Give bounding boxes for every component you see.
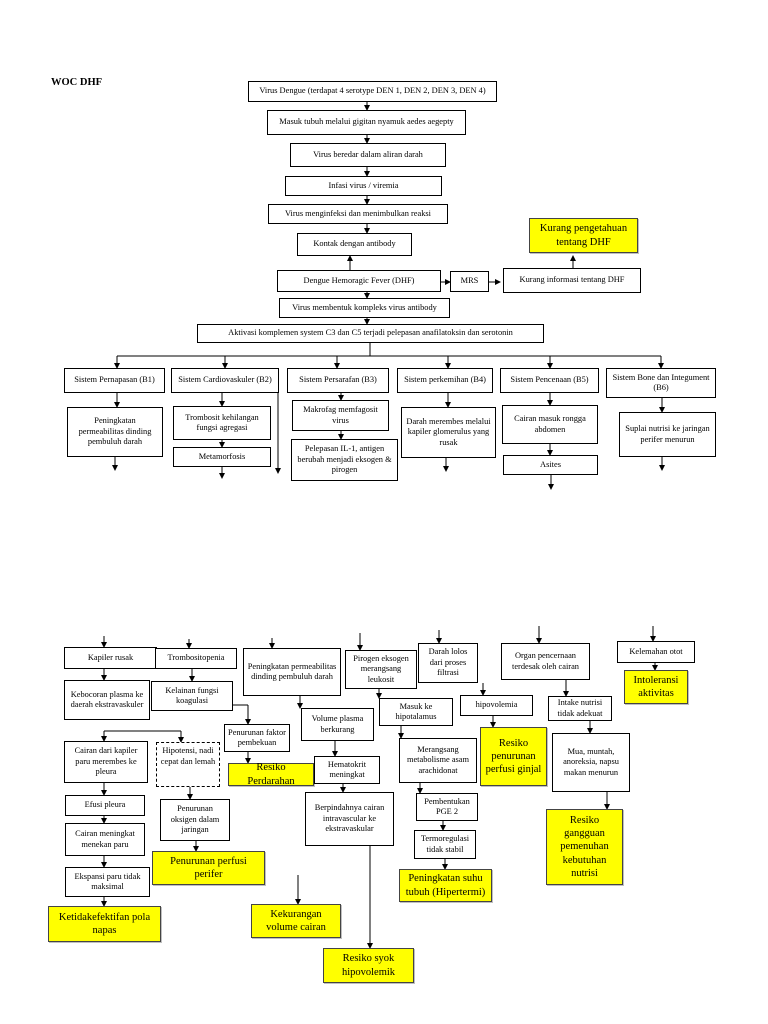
- node-hematokrit: Hematokrit meningkat: [314, 756, 380, 784]
- node-merangsang-metabolisme: Merangsang metabolisme asam arachidonat: [399, 738, 477, 783]
- diagnosis-resiko-perfusi-ginjal: Resiko penurunan perfusi ginjal: [480, 727, 547, 786]
- node-kelainan-koagulasi: Kelainan fungsi koagulasi: [151, 681, 233, 711]
- node-cairan-kapiler-paru: Cairan dari kapiler paru merembes ke ple…: [64, 741, 148, 783]
- node-kurang-informasi: Kurang informasi tentang DHF: [503, 268, 641, 293]
- node-kebocoran-plasma: Kebocoran plasma ke daerah ekstravaskule…: [64, 680, 150, 720]
- node-dhf: Dengue Hemoragic Fever (DHF): [277, 270, 441, 292]
- diagnosis-intoleransi-aktivitas: Intoleransi aktivitas: [624, 670, 688, 704]
- diagnosis-kurang-pengetahuan: Kurang pengetahuan tentang DHF: [529, 218, 638, 253]
- node-masuk-tubuh: Masuk tubuh melalui gigitan nyamuk aedes…: [267, 110, 466, 135]
- node-hipotensi: Hipotensi, nadi cepat dan lemah: [156, 742, 220, 787]
- node-virus-beredar: Virus beredar dalam aliran darah: [290, 143, 446, 167]
- node-berpindahnya-cairan: Berpindahnya cairan intravascular ke eks…: [305, 792, 394, 846]
- node-kapiler-rusak: Kapiler rusak: [64, 647, 157, 669]
- node-b5-cairan-abdomen: Cairan masuk rongga abdomen: [502, 405, 598, 444]
- node-volume-plasma: Volume plasma berkurang: [301, 708, 374, 741]
- node-kelemahan-otot: Kelemahan otot: [617, 641, 695, 663]
- node-efusi-pleura: Efusi pleura: [65, 795, 145, 816]
- node-penurunan-oksigen: Penurunan oksigen dalam jaringan: [160, 799, 230, 841]
- system-b3: Sistem Persarafan (B3): [287, 368, 389, 393]
- node-hipovolemia: hipovolemia: [460, 695, 533, 716]
- node-b3-pelepasan-il1: Pelepasan IL-1, antigen berubah menjadi …: [291, 439, 398, 481]
- node-pembentukan-pge2: Pembentukan PGE 2: [416, 793, 478, 821]
- node-virus-dengue: Virus Dengue (terdapat 4 serotype DEN 1,…: [248, 81, 497, 102]
- system-b4: Sistem perkemihan (B4): [397, 368, 493, 393]
- diagnosis-resiko-perdarahan: Resiko Perdarahan: [228, 762, 314, 787]
- node-ekspansi-paru: Ekspansi paru tidak maksimal: [65, 867, 150, 897]
- diagnosis-penurunan-perfusi-perifer: Penurunan perfusi perifer: [152, 851, 265, 885]
- node-pirogen-eksogen: Pirogen eksogen merangsang leukosit: [345, 650, 417, 689]
- node-termoregulasi: Termoregulasi tidak stabil: [414, 830, 476, 859]
- diagnosis-peningkatan-suhu-tubuh: Peningkatan suhu tubuh (Hipertermi): [399, 869, 492, 902]
- node-infasi-virus: Infasi virus / viremia: [285, 176, 442, 196]
- diagnosis-ketidakefektifan-pola-napas: Ketidakefektifan pola napas: [48, 906, 161, 942]
- node-mrs: MRS: [450, 271, 489, 292]
- page-title: WOC DHF: [51, 77, 103, 88]
- system-b6: Sistem Bone dan Integument (B6): [606, 368, 716, 398]
- node-b3-makrofag: Makrofag memfagosit virus: [292, 400, 389, 431]
- node-kontak-antibody: Kontak dengan antibody: [297, 233, 412, 256]
- node-b4-darah-merembes: Darah merembes melalui kapiler glomerulu…: [401, 407, 496, 458]
- node-b5-asites: Asites: [503, 455, 598, 475]
- system-b5: Sistem Pencenaan (B5): [500, 368, 599, 393]
- system-b2: Sistem Cardiovaskuler (B2): [171, 368, 279, 393]
- diagnosis-resiko-nutrisi: Resiko gangguan pemenuhan kebutuhan nutr…: [546, 809, 623, 885]
- node-mual-muntah: Mua, muntah, anoreksia, napsu makan menu…: [552, 733, 630, 792]
- diagnosis-kekurangan-volume-cairan: Kekurangan volume cairan: [251, 904, 341, 938]
- node-intake-nutrisi: Intake nutrisi tidak adekuat: [548, 696, 612, 721]
- node-cairan-meningkat: Cairan meningkat menekan paru: [65, 823, 145, 856]
- node-peningkatan-permeabilitas: Peningkatan permeabilitas dinding pembul…: [243, 648, 341, 696]
- node-trombositopenia: Trombositopenia: [155, 648, 237, 669]
- node-penurunan-faktor: Penurunan faktor pembekuan: [224, 724, 290, 752]
- node-aktivasi-komplemen: Aktivasi komplemen system C3 dan C5 terj…: [197, 324, 544, 343]
- node-kompleks-virus: Virus membentuk kompleks virus antibody: [279, 298, 450, 318]
- node-darah-lolos: Darah lolos dari proses filtrasi: [418, 643, 478, 683]
- node-b6-suplai-nutrisi: Suplai nutrisi ke jaringan perifer menur…: [619, 412, 716, 457]
- node-masuk-hipotalamus: Masuk ke hipotalamus: [379, 698, 453, 726]
- node-b2-metamorfosis: Metamorfosis: [173, 447, 271, 467]
- node-virus-menginfeksi: Virus menginfeksi dan menimbulkan reaksi: [268, 204, 448, 224]
- diagnosis-resiko-syok-hipovolemik: Resiko syok hipovolemik: [323, 948, 414, 983]
- node-b1-peningkatan-permeabilitas: Peningkatan permeabilitas dinding pembul…: [67, 407, 163, 457]
- node-organ-pencernaan: Organ pencernaan terdesak oleh cairan: [501, 643, 590, 680]
- node-b2-trombosit: Trombosit kehilangan fungsi agregasi: [173, 406, 271, 440]
- system-b1: Sistem Pernapasan (B1): [64, 368, 165, 393]
